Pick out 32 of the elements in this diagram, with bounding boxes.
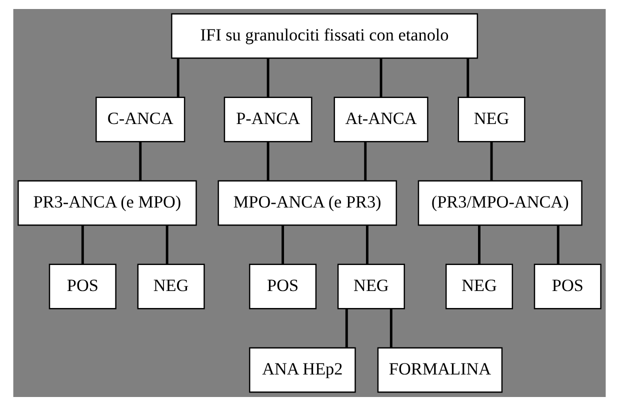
node-box: IFI su granulociti fissati con etanolo [170, 12, 478, 58]
node-box: POS [48, 263, 116, 309]
connector [365, 224, 368, 264]
connector [165, 224, 168, 264]
connector [466, 58, 469, 97]
connector [266, 141, 269, 180]
node-box: (PR3/MPO-ANCA) [417, 180, 582, 226]
node-box: MPO-ANCA (e PR3) [217, 180, 396, 226]
connector [176, 58, 179, 97]
node-box: P-ANCA [223, 96, 312, 142]
node-box: NEG [136, 263, 204, 309]
connector [389, 308, 392, 348]
node-box: ANA HEp2 [248, 346, 356, 392]
connector [138, 141, 142, 180]
node-box: C-ANCA [95, 96, 185, 142]
connector [344, 308, 348, 348]
node-box: NEG [457, 96, 525, 142]
node-box: POS [248, 263, 316, 309]
node-box: POS [533, 263, 601, 309]
connector [490, 141, 492, 180]
connector [379, 58, 382, 97]
node-box: PR3-ANCA (e MPO) [17, 180, 196, 226]
connector [266, 58, 269, 97]
connector [80, 224, 84, 264]
connector [364, 141, 366, 180]
node-box: FORMALINA [376, 346, 502, 392]
connector [478, 224, 480, 264]
connector [281, 224, 284, 264]
node-box: NEG [444, 263, 513, 309]
node-box: At-ANCA [333, 96, 428, 142]
connector [556, 224, 559, 264]
node-box: NEG [336, 263, 404, 309]
